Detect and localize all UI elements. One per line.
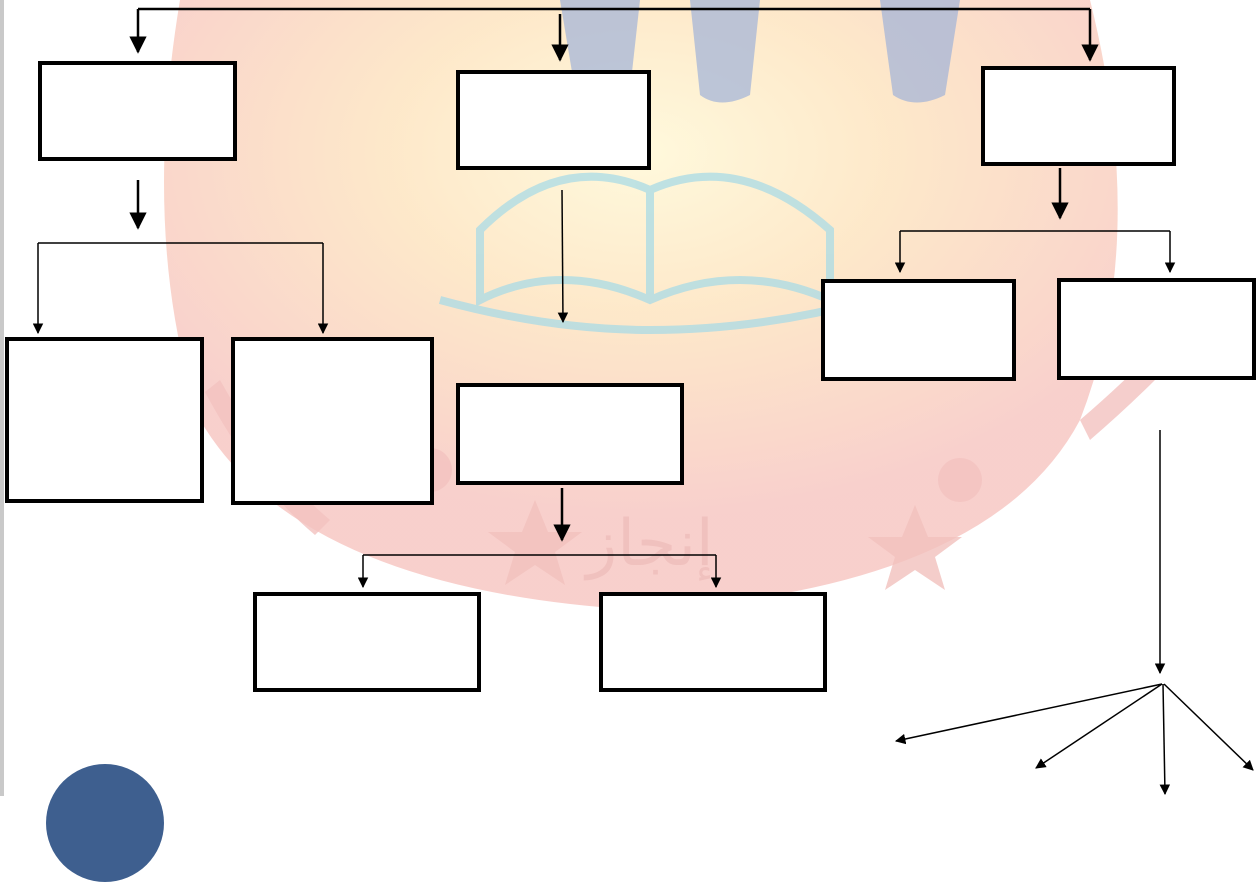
fan-arrow-1 — [896, 684, 1162, 741]
box-1 — [38, 61, 237, 161]
box-6 — [456, 383, 684, 485]
fan-arrow-2 — [1036, 684, 1162, 768]
box-4 — [5, 337, 204, 503]
box-9 — [821, 279, 1016, 381]
arrow-box2-down — [562, 190, 563, 322]
box-3 — [981, 66, 1176, 166]
corner-circle — [46, 764, 164, 882]
box-5 — [231, 337, 434, 505]
box-2 — [456, 70, 651, 170]
box-7 — [253, 592, 481, 692]
box-10 — [1057, 278, 1256, 380]
fan-arrow-3 — [1163, 684, 1165, 794]
fan-arrow-4 — [1164, 684, 1253, 770]
box-8 — [599, 592, 827, 692]
